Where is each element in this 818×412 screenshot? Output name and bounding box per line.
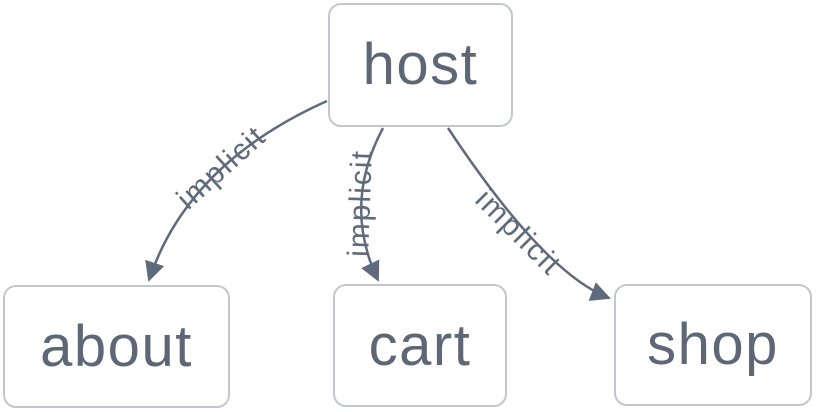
edge-host-cart <box>359 127 385 282</box>
node-host[interactable]: host <box>328 3 513 127</box>
node-cart-label: cart <box>368 312 472 378</box>
node-cart[interactable]: cart <box>333 284 507 407</box>
edge-host-about <box>145 99 328 282</box>
edge-host-shop <box>446 127 611 301</box>
node-host-label: host <box>362 32 479 97</box>
node-about[interactable]: about <box>3 285 230 408</box>
edge-label-host-cart: implicit <box>342 148 379 258</box>
node-shop-label: shop <box>647 312 779 377</box>
node-shop[interactable]: shop <box>614 284 812 406</box>
node-about-label: about <box>40 313 193 379</box>
